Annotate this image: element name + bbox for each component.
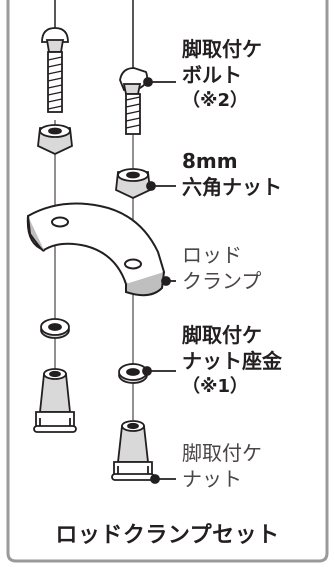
nut-washer-label-note: （※1）	[182, 376, 249, 397]
hex-nut-label-line2: 六角ナット	[182, 175, 282, 199]
leader-lines	[142, 77, 176, 484]
frame-border	[6, 0, 329, 563]
right-hex-nut	[115, 168, 151, 199]
bolt-label-note: （※2）	[182, 90, 249, 111]
nut-washer-label-line2: ナット座金	[182, 349, 282, 373]
left-bolt	[41, 27, 69, 113]
leg-nut-label-line1: 脚取付ケ	[182, 441, 262, 465]
bolt-label: 脚取付ケ ボルト （※2）	[182, 36, 262, 114]
leg-nut-label: 脚取付ケ ナット	[182, 440, 262, 492]
left-washer	[40, 318, 70, 339]
diagram-caption: ロッドクランプセット	[55, 523, 280, 548]
bolt-label-line2: ボルト	[182, 63, 242, 87]
left-hex-nut	[37, 124, 73, 155]
hex-nut-label: 8mm 六角ナット	[182, 148, 282, 200]
left-leg-nut	[33, 368, 77, 433]
rod-clamp-label: ロッド クランプ	[182, 242, 261, 294]
leg-nut-label-line2: ナット	[182, 467, 242, 491]
right-washer	[118, 363, 148, 384]
rod-clamp	[26, 202, 166, 297]
nut-washer-label-line1: 脚取付ケ	[182, 323, 262, 347]
right-bolt	[119, 67, 149, 135]
nut-washer-label: 脚取付ケ ナット座金 （※1）	[182, 322, 282, 400]
bolt-label-line1: 脚取付ケ	[182, 37, 262, 61]
right-leg-nut	[111, 420, 155, 481]
rod-clamp-label-line2: クランプ	[182, 269, 262, 293]
hex-nut-label-line1: 8mm	[182, 149, 238, 173]
rod-clamp-label-line1: ロッド	[182, 243, 242, 267]
